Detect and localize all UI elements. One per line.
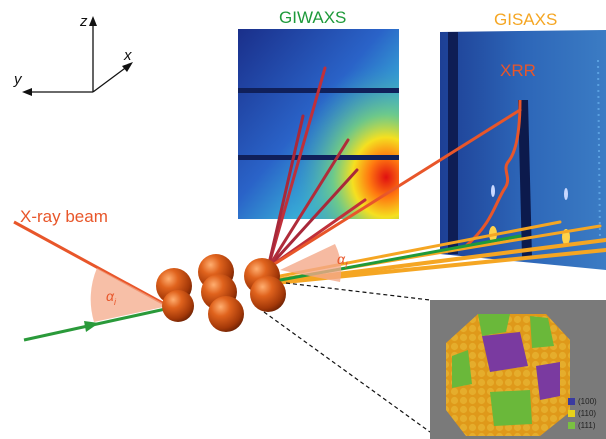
incident-angle-wedge [90,268,168,322]
exit-angle-wedge [280,244,342,282]
scattered-rays [266,66,606,285]
legend-swatch [568,422,575,429]
nanocrystal-inset [430,300,606,439]
zoom-lines [263,282,431,433]
z-axis-label: z [80,13,88,30]
giwaxs-detector-image [238,29,399,219]
xray-beam-label: X-ray beam [20,207,108,226]
axes-icon [22,16,133,96]
nanoparticles [156,254,286,332]
xrr-curve [465,99,522,248]
legend-swatch [568,398,575,405]
gisaxs-title: GISAXS [494,10,558,29]
giwaxs-title: GIWAXS [279,8,347,27]
xrr-label: XRR [500,61,536,80]
legend-label: (110) [578,409,596,418]
xray-beam-line [13,220,169,308]
exit-angle-label: αf [337,251,348,270]
facet-legend: (100) (110) (111) [568,397,597,430]
arrow-icon [84,321,99,332]
x-axis-label: x [124,47,132,64]
legend-label: (100) [578,397,597,406]
y-axis-label: y [14,71,22,88]
legend-label: (111) [578,421,596,430]
incident-angle-label: αi [106,288,116,307]
legend-swatch [568,410,575,417]
gisaxs-detector-image [440,30,606,270]
